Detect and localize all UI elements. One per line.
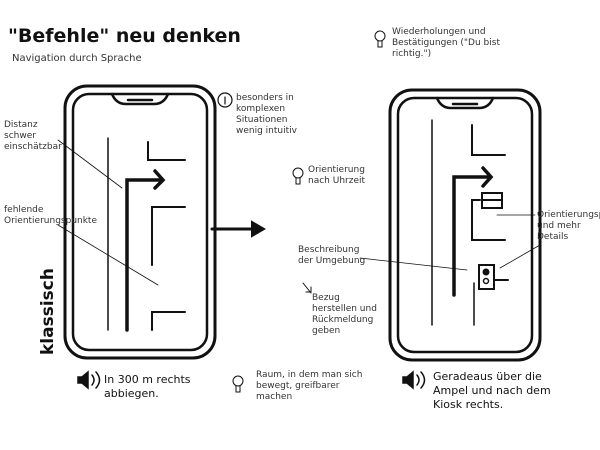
voice-command-new: Geradeaus über die Ampel und nach dem Ki… <box>433 370 551 411</box>
note-unintuitive: besonders in komplexen Situationen wenig… <box>236 93 297 136</box>
speaker-icons <box>77 370 426 390</box>
traffic-light-icon <box>478 264 495 290</box>
transition-arrow <box>210 220 266 238</box>
note-space: Raum, in dem man sich bewegt, greifbarer… <box>256 370 363 402</box>
note-clock: Orientierung nach Uhrzeit <box>308 165 366 186</box>
note-distance: Distanz schwer einschätzbar <box>4 120 62 152</box>
note-landmarks: fehlende Orientierungspunkte <box>4 205 98 226</box>
note-landmarks-detail: Orientierungspunkte und mehr Details <box>537 210 600 242</box>
page-title: "Befehle" neu denken <box>8 25 241 47</box>
note-repeat: Wiederholungen und Bestätigungen ("Du bi… <box>392 27 500 59</box>
note-describe: Beschreibung der Umgebung <box>298 245 366 266</box>
info-icon <box>217 92 233 108</box>
left-phone <box>57 84 217 360</box>
right-phone <box>359 88 542 362</box>
lightbulb-icons <box>232 30 386 393</box>
label-classic: klassisch <box>38 268 58 355</box>
page-subtitle: Navigation durch Sprache <box>12 53 142 64</box>
note-feedback: Bezug herstellen und Rückmeldung geben <box>312 293 377 336</box>
voice-command-classic: In 300 m rechts abbiegen. <box>104 373 191 400</box>
